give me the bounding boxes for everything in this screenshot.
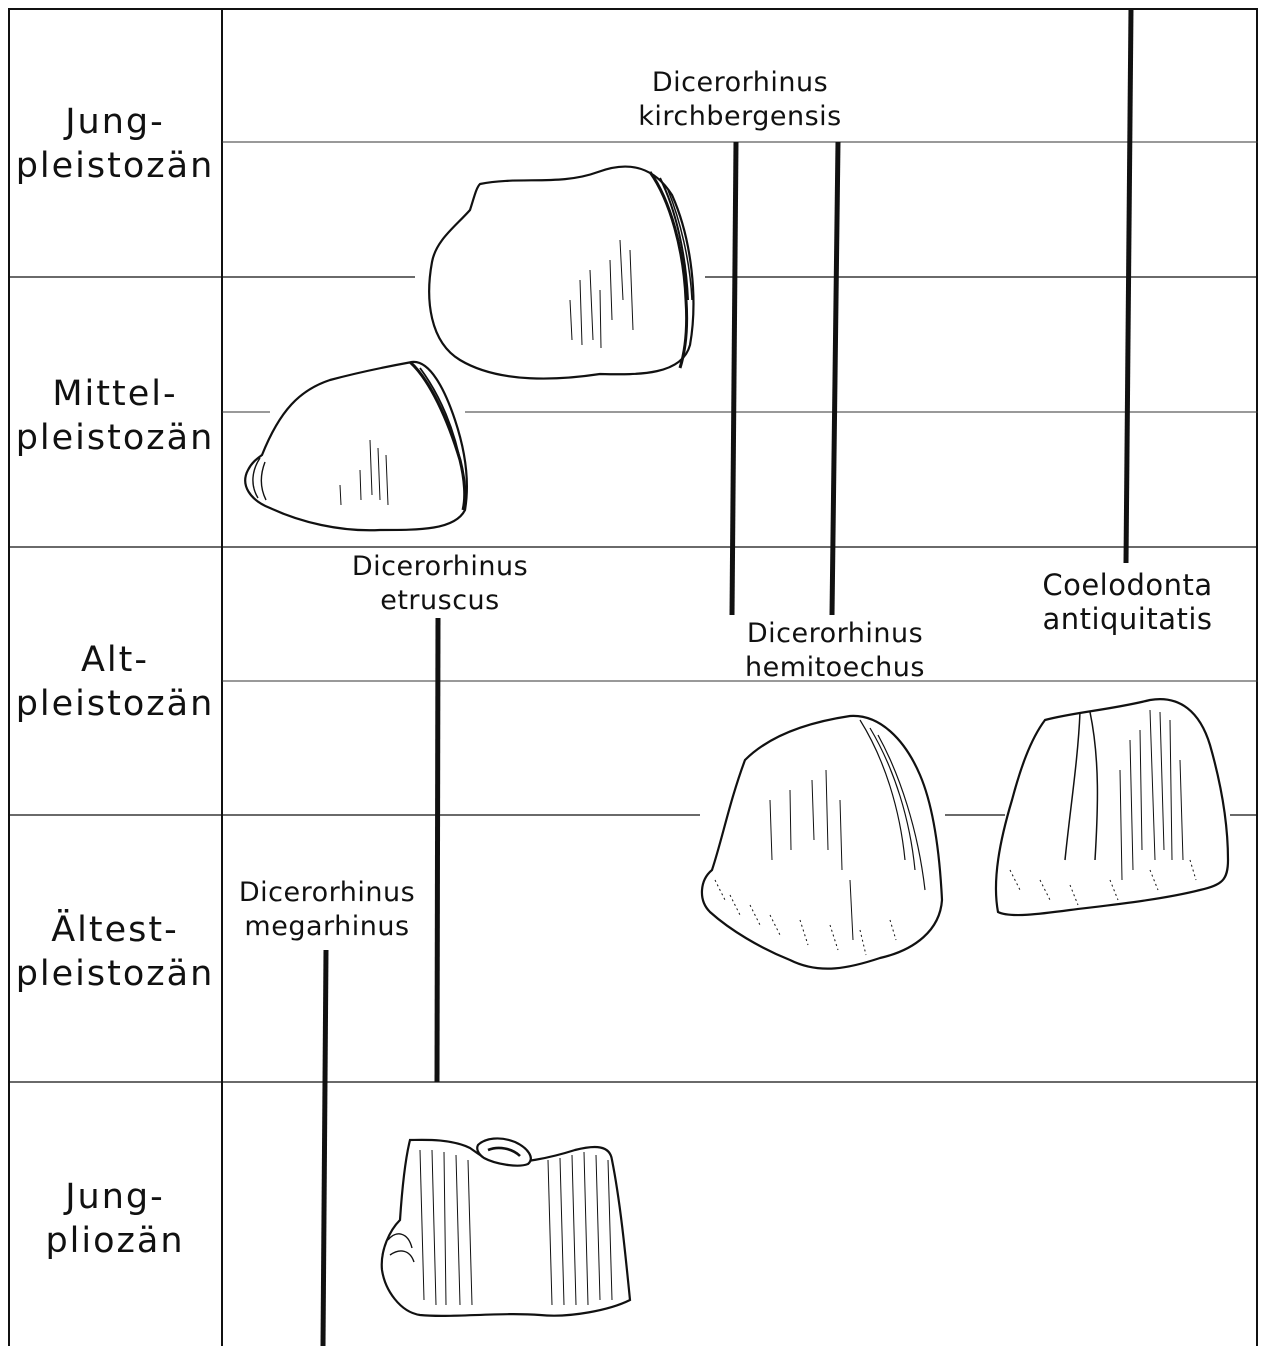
period-label-jungpleistozaen: Jung- pleistozän xyxy=(10,100,220,188)
tooth-illustration-antiquitatis xyxy=(996,699,1228,915)
period-label-line: pleistozän xyxy=(10,416,220,460)
taxon-label-line: Dicerorhinus xyxy=(600,66,880,100)
tooth-illustration-hemitoechus-lower xyxy=(245,362,467,530)
period-label-jungpliozaen: Jung- pliozän xyxy=(10,1175,220,1263)
taxon-label-line: Coelodonta xyxy=(1010,568,1245,602)
range-bar-megarhinus xyxy=(323,950,326,1346)
period-label-line: pliozän xyxy=(10,1219,220,1263)
period-label-line: pleistozän xyxy=(10,952,220,996)
period-label-line: Jung- xyxy=(10,100,220,144)
taxon-label-line: etruscus xyxy=(320,584,560,618)
period-label-line: Ältest- xyxy=(10,908,220,952)
taxon-label-line: Dicerorhinus xyxy=(710,617,960,651)
period-label-line: pleistozän xyxy=(10,682,220,726)
taxon-label-megarhinus: Dicerorhinus megarhinus xyxy=(222,876,432,944)
taxon-label-hemitoechus: Dicerorhinus hemitoechus xyxy=(710,617,960,685)
taxon-label-line: kirchbergensis xyxy=(600,100,880,134)
period-label-line: pleistozän xyxy=(10,144,220,188)
tooth-illustration-megarhinus xyxy=(382,1138,630,1315)
taxon-label-antiquitatis: Coelodonta antiquitatis xyxy=(1010,568,1245,636)
period-label-line: Jung- xyxy=(10,1175,220,1219)
period-label-mittelpleistozaen: Mittel- pleistozän xyxy=(10,372,220,460)
period-label-aeltestpleistozaen: Ältest- pleistozän xyxy=(10,908,220,996)
range-bar-kirchbergensis-left xyxy=(732,142,736,615)
taxon-label-line: hemitoechus xyxy=(710,651,960,685)
range-bar-kirchbergensis-right xyxy=(832,142,838,615)
taxon-label-line: Dicerorhinus xyxy=(222,876,432,910)
taxon-label-etruscus: Dicerorhinus etruscus xyxy=(320,550,560,618)
taxon-label-kirchbergensis: Dicerorhinus kirchbergensis xyxy=(600,66,880,134)
tooth-illustration-hemitoechus xyxy=(702,716,942,969)
period-label-line: Mittel- xyxy=(10,372,220,416)
taxon-label-line: megarhinus xyxy=(222,910,432,944)
taxon-label-line: antiquitatis xyxy=(1010,602,1245,636)
period-label-line: Alt- xyxy=(10,638,220,682)
range-bar-antiquitatis xyxy=(1126,8,1131,563)
taxon-label-line: Dicerorhinus xyxy=(320,550,560,584)
range-bar-etruscus xyxy=(437,618,438,1082)
period-label-altpleistozaen: Alt- pleistozän xyxy=(10,638,220,726)
tooth-illustration-kirchbergensis xyxy=(429,167,693,379)
